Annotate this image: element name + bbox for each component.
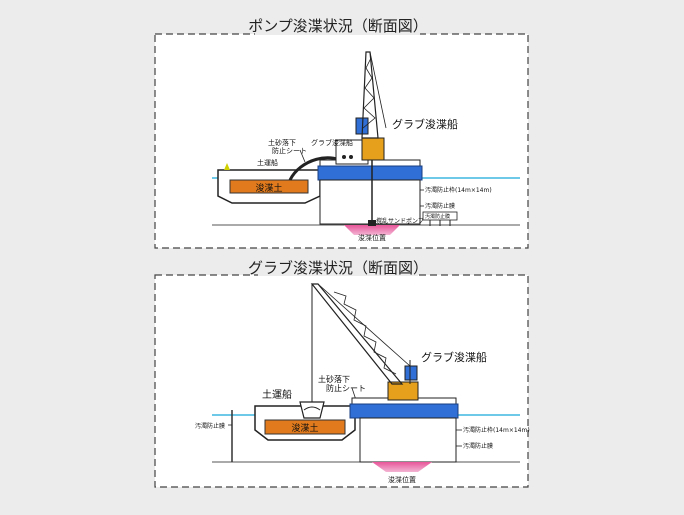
bottom-sheet-label-1: 土砂落下 bbox=[318, 374, 350, 384]
bottom-dredge-zone bbox=[372, 462, 432, 472]
top-grab-ship-label: グラブ浚渫船 bbox=[392, 117, 458, 131]
top-fence-frame-label: 汚濁防止枠(14m×14m) bbox=[425, 186, 492, 194]
top-sand-pump-label: 撹乱サンドポンプ bbox=[376, 217, 424, 225]
bottom-crane-body bbox=[387, 381, 419, 401]
top-barrier-label: 汚濁防止膜 bbox=[425, 213, 450, 220]
top-dredge-position-label: 浚渫位置 bbox=[358, 233, 386, 242]
bottom-grab-ship-label: グラブ浚渫船 bbox=[421, 350, 487, 364]
bottom-frame bbox=[154, 274, 529, 488]
bottom-pontoon bbox=[349, 403, 459, 419]
bottom-grab-bucket bbox=[299, 401, 325, 419]
top-sheet-label-2: 防止シート bbox=[272, 146, 307, 155]
top-soil-label: 浚渫土 bbox=[255, 182, 282, 194]
bottom-soil-label: 浚渫土 bbox=[291, 422, 318, 434]
bottom-fence-frame-label: 汚濁防止枠(14m×14m) bbox=[463, 426, 530, 434]
top-transport-label: 土運船 bbox=[257, 158, 278, 167]
top-title: ポンプ浚渫状況（断面図） bbox=[248, 17, 428, 35]
top-soil-box bbox=[229, 179, 309, 194]
bottom-silt-curtain-label: 汚濁防止膜 bbox=[463, 442, 493, 450]
bottom-silt-curtain-left-label: 汚濁防止膜 bbox=[195, 422, 225, 430]
bottom-title: グラブ浚渫状況（断面図） bbox=[248, 259, 428, 277]
bottom-soil-box bbox=[264, 419, 346, 435]
bottom-transport-label: 土運船 bbox=[262, 388, 292, 401]
top-panel: ポンプ浚渫状況（断面図） 浚渫土 土運船 土砂落下 防止シート グラブ浚渫船 bbox=[154, 17, 529, 249]
top-sheet-label-1: 土砂落下 bbox=[268, 138, 296, 147]
top-barge-flag bbox=[224, 163, 230, 170]
bottom-fence-frame-box bbox=[359, 417, 457, 463]
top-dredge-zone bbox=[344, 225, 400, 235]
bottom-crane-cabin bbox=[404, 365, 418, 381]
bottom-sheet-label-2: 防止シート bbox=[326, 383, 366, 393]
bottom-panel: グラブ浚渫状況（断面図） 汚濁防止膜 浚渫土 土運船 土砂落下 防止シート bbox=[154, 258, 530, 488]
top-crane-body bbox=[361, 137, 385, 161]
top-fence-frame-box bbox=[319, 179, 421, 225]
top-pontoon bbox=[317, 165, 423, 181]
top-silt-curtain-label: 汚濁防止膜 bbox=[425, 202, 455, 210]
top-grab-ship-small-label: グラブ浚渫船 bbox=[311, 138, 353, 147]
bottom-dredge-position-label: 浚渫位置 bbox=[388, 475, 416, 484]
